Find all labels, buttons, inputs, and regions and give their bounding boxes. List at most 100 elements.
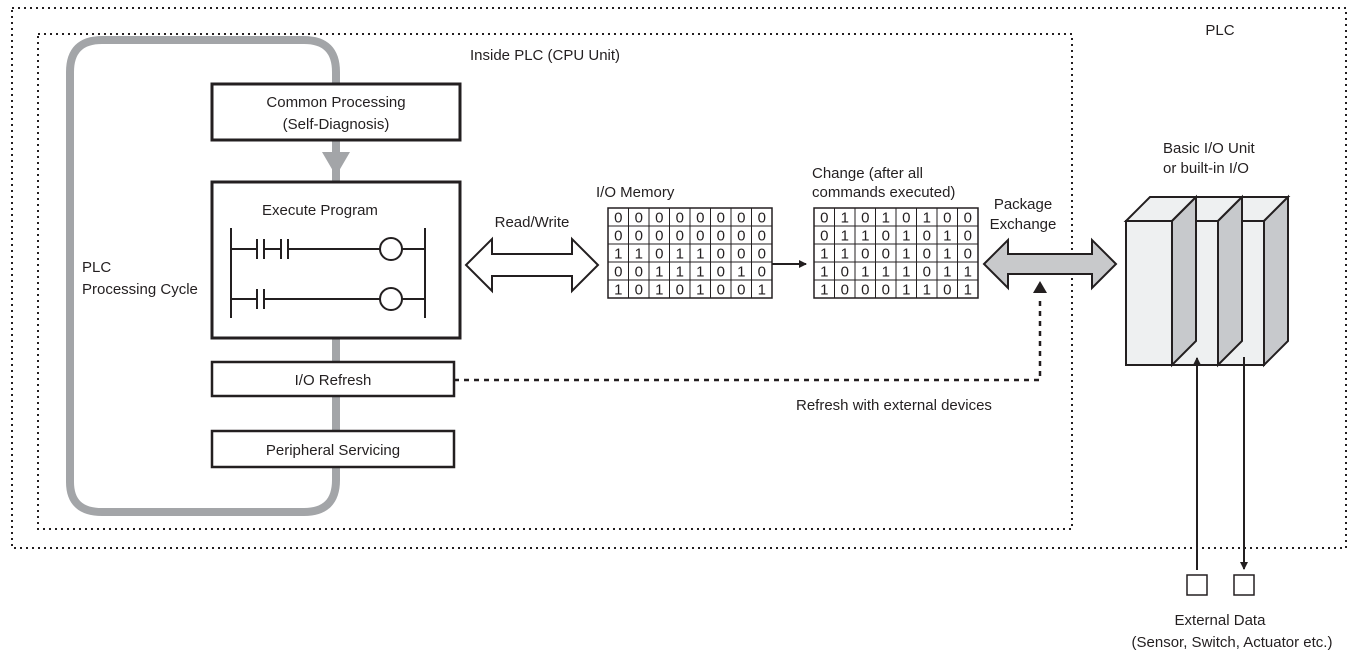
bit-cell: 0 — [614, 210, 622, 227]
bit-cell: 0 — [737, 282, 745, 299]
cycle-label-line1: PLC — [82, 259, 111, 276]
bit-cell: 0 — [758, 264, 766, 281]
bit-cell: 1 — [964, 282, 972, 299]
bit-cell: 1 — [923, 210, 931, 227]
bit-cell: 0 — [902, 210, 910, 227]
bit-cell: 0 — [717, 282, 725, 299]
bit-cell: 0 — [923, 246, 931, 263]
bit-cell: 1 — [902, 246, 910, 263]
bit-cell: 0 — [882, 282, 890, 299]
bit-cell: 0 — [635, 282, 643, 299]
io-memory-label: I/O Memory — [596, 184, 675, 201]
package-label-line1: Package — [994, 196, 1052, 213]
external-data-line1: External Data — [1175, 612, 1267, 629]
external-data-line2: (Sensor, Switch, Actuator etc.) — [1132, 634, 1333, 651]
bit-cell: 0 — [655, 228, 663, 245]
bit-cell: 1 — [882, 264, 890, 281]
cycle-arrow-head — [322, 152, 350, 176]
bit-cell: 1 — [841, 246, 849, 263]
bit-cell: 1 — [861, 228, 869, 245]
bit-cell: 0 — [635, 228, 643, 245]
bit-cell: 0 — [943, 210, 951, 227]
bit-cell: 0 — [841, 264, 849, 281]
bit-cell: 0 — [758, 246, 766, 263]
bit-cell: 0 — [676, 228, 684, 245]
processing-cycle-loop — [66, 36, 340, 516]
io-refresh-box — [210, 360, 456, 398]
bit-cell: 0 — [841, 282, 849, 299]
bit-cell: 0 — [943, 282, 951, 299]
bit-cell: 0 — [696, 228, 704, 245]
external-actuator-box — [1233, 574, 1255, 596]
cycle-label-line2: Processing Cycle — [82, 281, 198, 298]
change-label-line2: commands executed) — [812, 184, 955, 201]
inside-plc-label: Inside PLC (CPU Unit) — [470, 47, 620, 64]
refresh-external-label: Refresh with external devices — [796, 397, 992, 414]
bit-cell: 0 — [737, 210, 745, 227]
bit-cell: 0 — [717, 228, 725, 245]
bit-cell: 0 — [964, 228, 972, 245]
bit-cell: 1 — [841, 228, 849, 245]
bit-cell: 1 — [861, 264, 869, 281]
cpu-unit-boundary — [37, 33, 1073, 530]
ladder-program-icon — [230, 228, 426, 318]
package-exchange-arrow — [982, 237, 1118, 291]
read-write-arrow — [464, 236, 600, 294]
bit-cell: 1 — [655, 264, 663, 281]
bit-cell: 0 — [737, 228, 745, 245]
bit-cell: 0 — [717, 264, 725, 281]
bit-cell: 1 — [758, 282, 766, 299]
change-label-line1: Change (after all — [812, 165, 923, 182]
common-processing-line1: Common Processing — [266, 94, 405, 111]
bit-cell: 1 — [820, 246, 828, 263]
bit-cell: 0 — [923, 228, 931, 245]
bit-cell: 1 — [943, 264, 951, 281]
bit-cell: 0 — [964, 246, 972, 263]
bit-cell: 0 — [861, 210, 869, 227]
bit-cell: 0 — [820, 210, 828, 227]
bit-cell: 0 — [758, 210, 766, 227]
execute-program-label: Execute Program — [262, 202, 378, 219]
read-write-label: Read/Write — [495, 214, 570, 231]
bit-cell: 0 — [717, 210, 725, 227]
bit-cell: 1 — [902, 282, 910, 299]
bit-cell: 1 — [943, 246, 951, 263]
bit-cell: 1 — [902, 228, 910, 245]
bit-cell: 0 — [614, 264, 622, 281]
bit-cell: 0 — [655, 246, 663, 263]
bit-cell: 1 — [635, 246, 643, 263]
bit-cell: 1 — [841, 210, 849, 227]
bit-cell: 0 — [614, 228, 622, 245]
external-sensor-box — [1186, 574, 1208, 596]
bit-cell: 1 — [614, 246, 622, 263]
bit-cell: 1 — [676, 246, 684, 263]
refresh-dashed-line — [454, 296, 1042, 382]
refresh-arrow-head — [1033, 281, 1047, 293]
bit-cell: 1 — [696, 264, 704, 281]
bit-cell: 0 — [923, 264, 931, 281]
bit-cell: 0 — [676, 282, 684, 299]
bit-cell: 1 — [923, 282, 931, 299]
io-unit-blocks — [1123, 194, 1291, 368]
peripheral-servicing-box — [210, 429, 456, 469]
bit-cell: 1 — [696, 282, 704, 299]
basic-io-label-line2: or built-in I/O — [1163, 160, 1249, 177]
bit-cell: 0 — [820, 228, 828, 245]
bit-cell: 0 — [655, 210, 663, 227]
execute-program-box — [210, 180, 462, 340]
bit-cell: 0 — [861, 246, 869, 263]
bit-cell: 1 — [882, 210, 890, 227]
bit-cell: 0 — [758, 228, 766, 245]
peripheral-servicing-label: Peripheral Servicing — [266, 442, 400, 459]
bit-cell: 1 — [943, 228, 951, 245]
package-label-line2: Exchange — [990, 216, 1057, 233]
bit-cell: 0 — [635, 264, 643, 281]
common-processing-line2: (Self-Diagnosis) — [283, 116, 390, 133]
bit-cell: 1 — [614, 282, 622, 299]
bit-cell: 1 — [737, 264, 745, 281]
bit-cell: 1 — [902, 264, 910, 281]
bit-cell: 1 — [964, 264, 972, 281]
